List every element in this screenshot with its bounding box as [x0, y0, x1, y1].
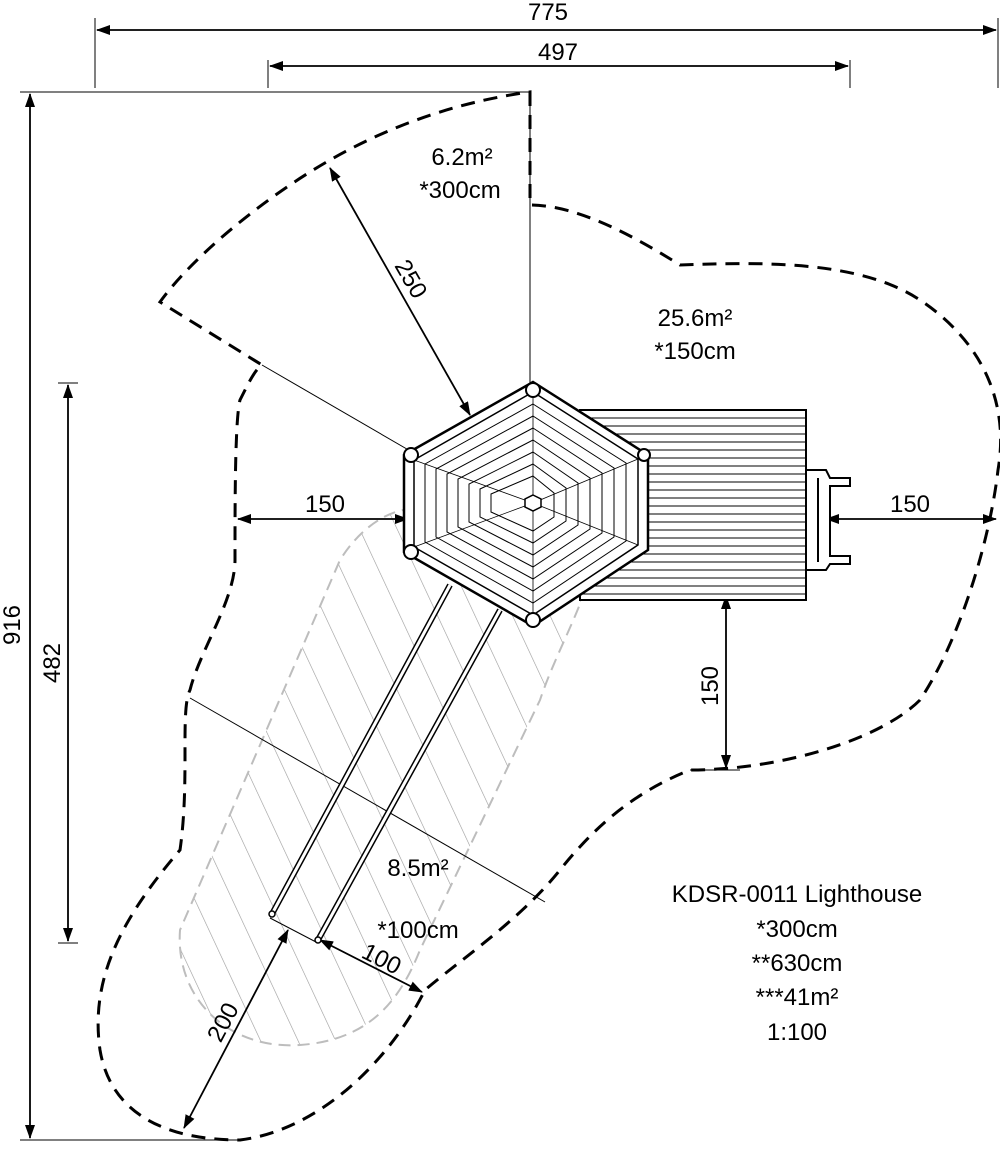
zone-top-height: *300cm: [419, 177, 500, 204]
safety-zone-outline: [96, 90, 1000, 1142]
info-free-fall: *300cm: [756, 916, 837, 943]
product-name: KDSR-0011 Lighthouse: [672, 881, 922, 908]
dim-total-width: 775: [528, 0, 568, 26]
dim-right-clearance: 150: [890, 491, 930, 518]
zone-main-height: *150cm: [654, 338, 735, 365]
info-scale: 1:100: [767, 1019, 827, 1046]
hexagonal-tower: [402, 380, 651, 628]
dim-inner-height: 482: [39, 643, 66, 683]
zone-top-area: 6.2m²: [431, 144, 492, 171]
dimension-arrows: [25, 25, 997, 1139]
info-area: ***41m²: [756, 984, 839, 1011]
dim-front-clearance: 150: [697, 666, 724, 706]
zone-main-area: 25.6m²: [658, 305, 733, 332]
info-total-height: **630cm: [752, 950, 843, 977]
product-info-block: KDSR-0011 Lighthouse *300cm **630cm ***4…: [672, 881, 922, 1046]
zone-slide-area: 8.5m²: [387, 855, 448, 882]
zone-slide-height: *100cm: [377, 917, 458, 944]
construction-lines: [20, 18, 999, 1141]
dim-sector-radius: 250: [389, 255, 432, 303]
dim-left-clearance: 150: [305, 491, 345, 518]
dim-total-height: 916: [0, 605, 26, 645]
dim-inner-width: 497: [538, 39, 578, 66]
slide-rails: [268, 583, 503, 944]
side-ladder: [805, 469, 851, 571]
